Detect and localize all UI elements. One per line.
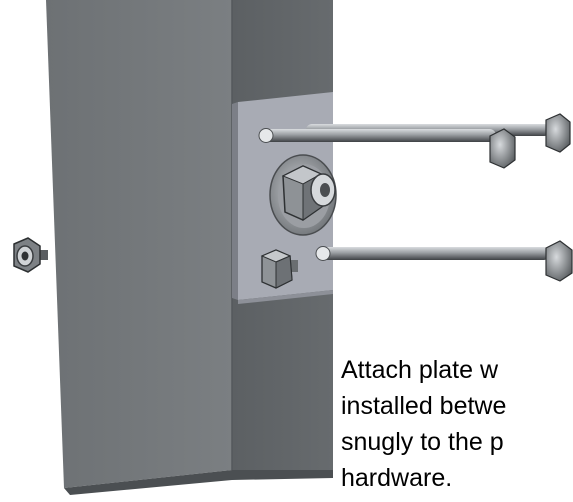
instruction-caption: Attach plate w installed betwe snugly to… bbox=[341, 352, 573, 496]
plate-small-nut bbox=[260, 249, 298, 289]
caption-line-3: snugly to the p bbox=[341, 428, 504, 456]
back-nut-stub bbox=[34, 250, 48, 260]
bolt-lower-shaft bbox=[318, 247, 550, 260]
back-nut bbox=[13, 237, 48, 273]
bolt-upper-front bbox=[258, 128, 516, 169]
bolt-upper-front-shaft bbox=[260, 129, 496, 142]
bolt-upper-back-head bbox=[545, 113, 571, 153]
plate-edge bbox=[232, 102, 238, 300]
center-washer-nut bbox=[269, 154, 337, 236]
caption-line-4: hardware. bbox=[341, 464, 453, 492]
bolt-lower-head bbox=[545, 240, 573, 282]
bolt-lower bbox=[315, 240, 573, 282]
post-bottom-edge bbox=[64, 470, 333, 495]
caption-line-2: installed betwe bbox=[341, 392, 507, 420]
bolt-upper-front-head bbox=[489, 128, 516, 169]
caption-line-1: Attach plate w bbox=[341, 356, 499, 384]
post-front-face bbox=[46, 0, 232, 488]
